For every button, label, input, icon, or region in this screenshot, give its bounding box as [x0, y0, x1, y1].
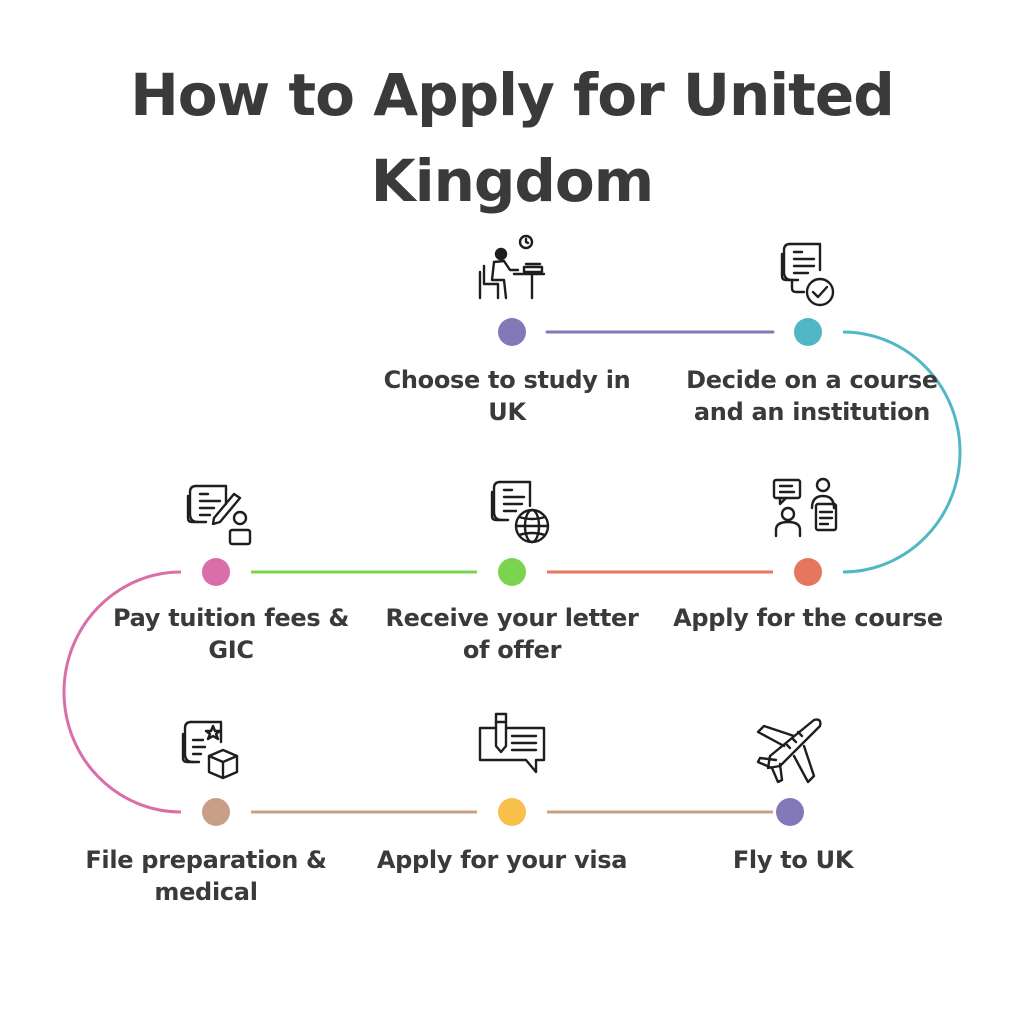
- airplane-icon: [750, 710, 830, 790]
- step-1-dot: [498, 318, 526, 346]
- step-5-label: Pay tuition fees & GIC: [113, 604, 349, 664]
- step-4-label: Receive your letter of offer: [385, 604, 639, 664]
- document-check-icon: [768, 232, 848, 312]
- step-6-label: File preparation & medical: [85, 846, 327, 906]
- connector-5-6: [62, 570, 182, 814]
- document-signing-icon: [180, 478, 260, 558]
- step-3-dot: [794, 558, 822, 586]
- step-8-dot: [776, 798, 804, 826]
- step-2-dot: [794, 318, 822, 346]
- page-title: How to Apply for United Kingdom: [130, 61, 894, 215]
- consultation-icon: [768, 472, 848, 552]
- step-1-label: Choose to study in UK: [383, 366, 631, 426]
- document-package-icon: [175, 712, 255, 792]
- document-globe-icon: [478, 472, 558, 552]
- step-7-dot: [498, 798, 526, 826]
- step-2-label: Decide on a course and an institution: [686, 366, 938, 426]
- step-3-label: Apply for the course: [673, 604, 943, 632]
- step-7-label: Apply for your visa: [376, 846, 628, 874]
- step-6-dot: [202, 798, 230, 826]
- step-4-dot: [498, 558, 526, 586]
- person-at-desk-icon: [470, 230, 550, 310]
- pen-message-icon: [474, 708, 554, 788]
- step-5-dot: [202, 558, 230, 586]
- connector-2-3: [842, 330, 962, 574]
- step-8-label: Fly to UK: [732, 846, 854, 874]
